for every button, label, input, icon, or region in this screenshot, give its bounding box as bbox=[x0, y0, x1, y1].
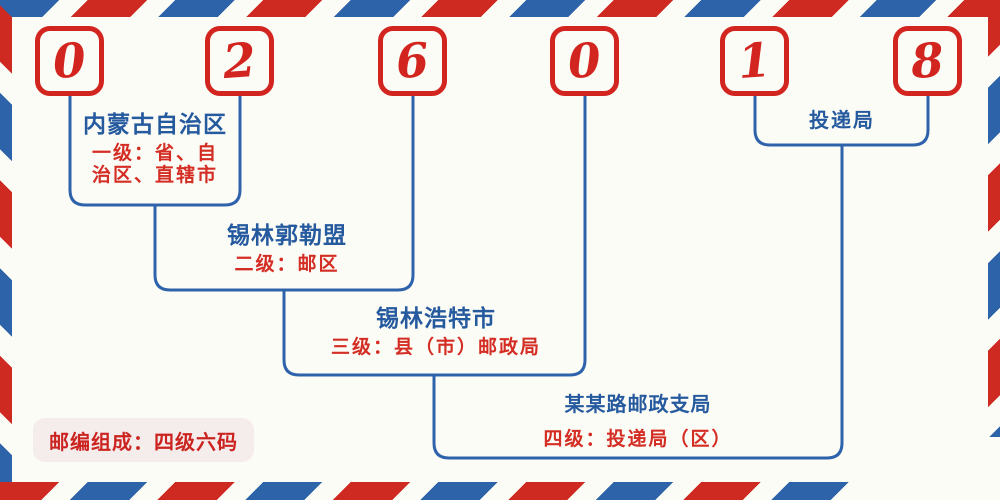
postal-digit-3: 6 bbox=[394, 32, 431, 90]
level-3-meaning: 三级：县（市）邮政局 bbox=[330, 336, 542, 358]
postal-digit-box-3: 6 bbox=[378, 26, 447, 96]
delivery-office-label: 投递局 bbox=[809, 108, 875, 132]
level-1-meaning: 一级：省、自 治区、直辖市 bbox=[91, 142, 218, 186]
postal-digit-box-2: 2 bbox=[205, 26, 274, 96]
level-1-region: 内蒙古自治区 bbox=[83, 112, 227, 138]
postal-digit-box-1: 0 bbox=[35, 26, 104, 96]
postal-digit-6: 8 bbox=[909, 32, 946, 90]
airmail-stripe-bottom bbox=[0, 482, 850, 500]
postal-digit-4: 0 bbox=[566, 32, 603, 90]
postal-digit-1: 0 bbox=[51, 32, 88, 90]
level-4-label-group: 某某路邮政支局 四级：投递局（区） bbox=[543, 390, 732, 450]
level-3-label-group: 锡林浩特市 三级：县（市）邮政局 bbox=[331, 305, 541, 358]
level-3-region: 锡林浩特市 bbox=[375, 306, 496, 332]
level-2-label-group: 锡林郭勒盟 二级：邮区 bbox=[227, 222, 347, 275]
level-2-region: 锡林郭勒盟 bbox=[227, 223, 347, 249]
postal-digit-box-6: 8 bbox=[893, 26, 962, 96]
footer-note-box: 邮编组成：四级六码 bbox=[33, 418, 254, 462]
postal-digit-box-4: 0 bbox=[550, 26, 619, 96]
level-4-region: 某某路邮政支局 bbox=[564, 392, 712, 416]
level-4-meaning: 四级：投递局（区） bbox=[543, 428, 733, 450]
airmail-stripe-right bbox=[988, 0, 1000, 437]
airmail-stripe-top bbox=[0, 0, 1000, 17]
airmail-stripe-left bbox=[0, 0, 12, 500]
postal-digit-2: 2 bbox=[221, 32, 258, 90]
postal-digit-box-5: 1 bbox=[720, 26, 789, 96]
footer-note-text: 邮编组成：四级六码 bbox=[49, 429, 238, 454]
level-2-meaning: 二级：邮区 bbox=[234, 253, 340, 275]
postal-digit-5: 1 bbox=[736, 32, 773, 90]
level-1-label-group: 内蒙古自治区 一级：省、自 治区、直辖市 bbox=[83, 111, 227, 186]
